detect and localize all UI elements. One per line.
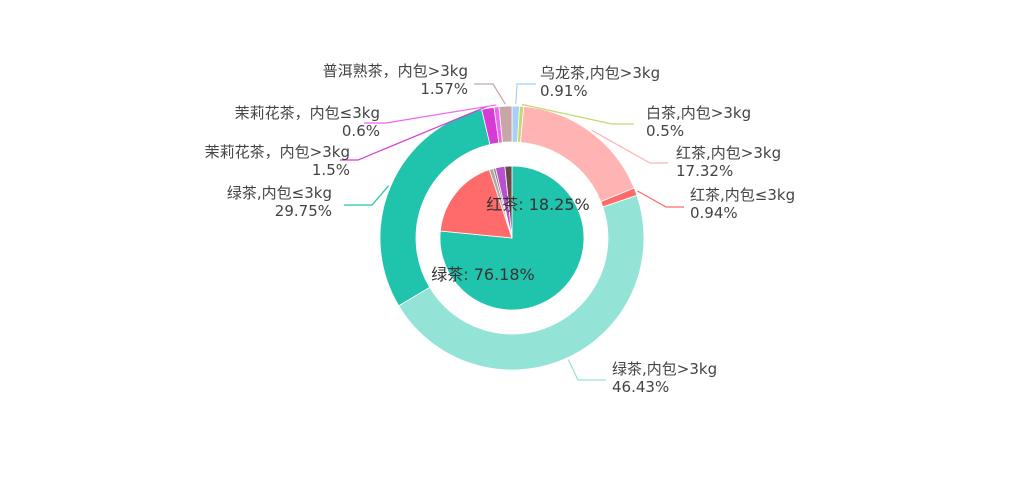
- outer-label-name-0: 乌龙茶,内包>3kg: [540, 64, 660, 82]
- leader-line-7: [364, 104, 497, 124]
- leader-line-6: [340, 105, 488, 161]
- outer-label-name-7: 茉莉花茶，内包≤3kg: [235, 104, 380, 122]
- leader-line-3: [637, 190, 684, 208]
- inner-pie: [439, 165, 585, 311]
- leader-line-8: [474, 83, 506, 105]
- outer-label-pct-4: 46.43%: [612, 378, 669, 396]
- outer-slice-4[interactable]: [398, 194, 645, 371]
- outer-label-pct-3: 0.94%: [690, 204, 738, 222]
- leader-line-5: [344, 185, 390, 206]
- outer-slice-8[interactable]: [498, 105, 513, 143]
- outer-label-pct-0: 0.91%: [540, 82, 588, 100]
- outer-label-pct-6: 1.5%: [312, 161, 350, 179]
- outer-label-name-3: 红茶,内包≤3kg: [690, 186, 795, 204]
- leader-line-1: [521, 103, 634, 125]
- outer-ring: [379, 105, 645, 371]
- outer-label-name-2: 红茶,内包>3kg: [676, 144, 781, 162]
- inner-label-1: 红茶: 18.25%: [486, 195, 590, 214]
- inner-slice-1[interactable]: [439, 169, 513, 239]
- outer-label-pct-8: 1.57%: [420, 80, 468, 98]
- outer-label-name-1: 白茶,内包>3kg: [646, 104, 751, 122]
- outer-label-name-4: 绿茶,内包>3kg: [612, 360, 717, 378]
- outer-label-name-5: 绿茶,内包≤3kg: [227, 184, 332, 202]
- outer-label-name-6: 茉莉花茶，内包>3kg: [205, 143, 350, 161]
- outer-label-pct-5: 29.75%: [275, 202, 332, 220]
- leader-line-2: [591, 129, 668, 164]
- outer-label-name-8: 普洱熟茶，内包>3kg: [323, 62, 468, 80]
- inner-slice-5[interactable]: [504, 165, 513, 239]
- leader-line-0: [515, 83, 536, 105]
- leader-lines: [340, 83, 684, 381]
- outer-label-pct-2: 17.32%: [676, 162, 733, 180]
- leader-line-4: [567, 359, 606, 381]
- inner-label-0: 绿茶: 76.18%: [431, 265, 535, 284]
- outer-label-pct-1: 0.5%: [646, 122, 684, 140]
- outer-label-pct-7: 0.6%: [342, 122, 380, 140]
- inner-labels: 绿茶: 76.18% 红茶: 18.25%: [431, 195, 590, 284]
